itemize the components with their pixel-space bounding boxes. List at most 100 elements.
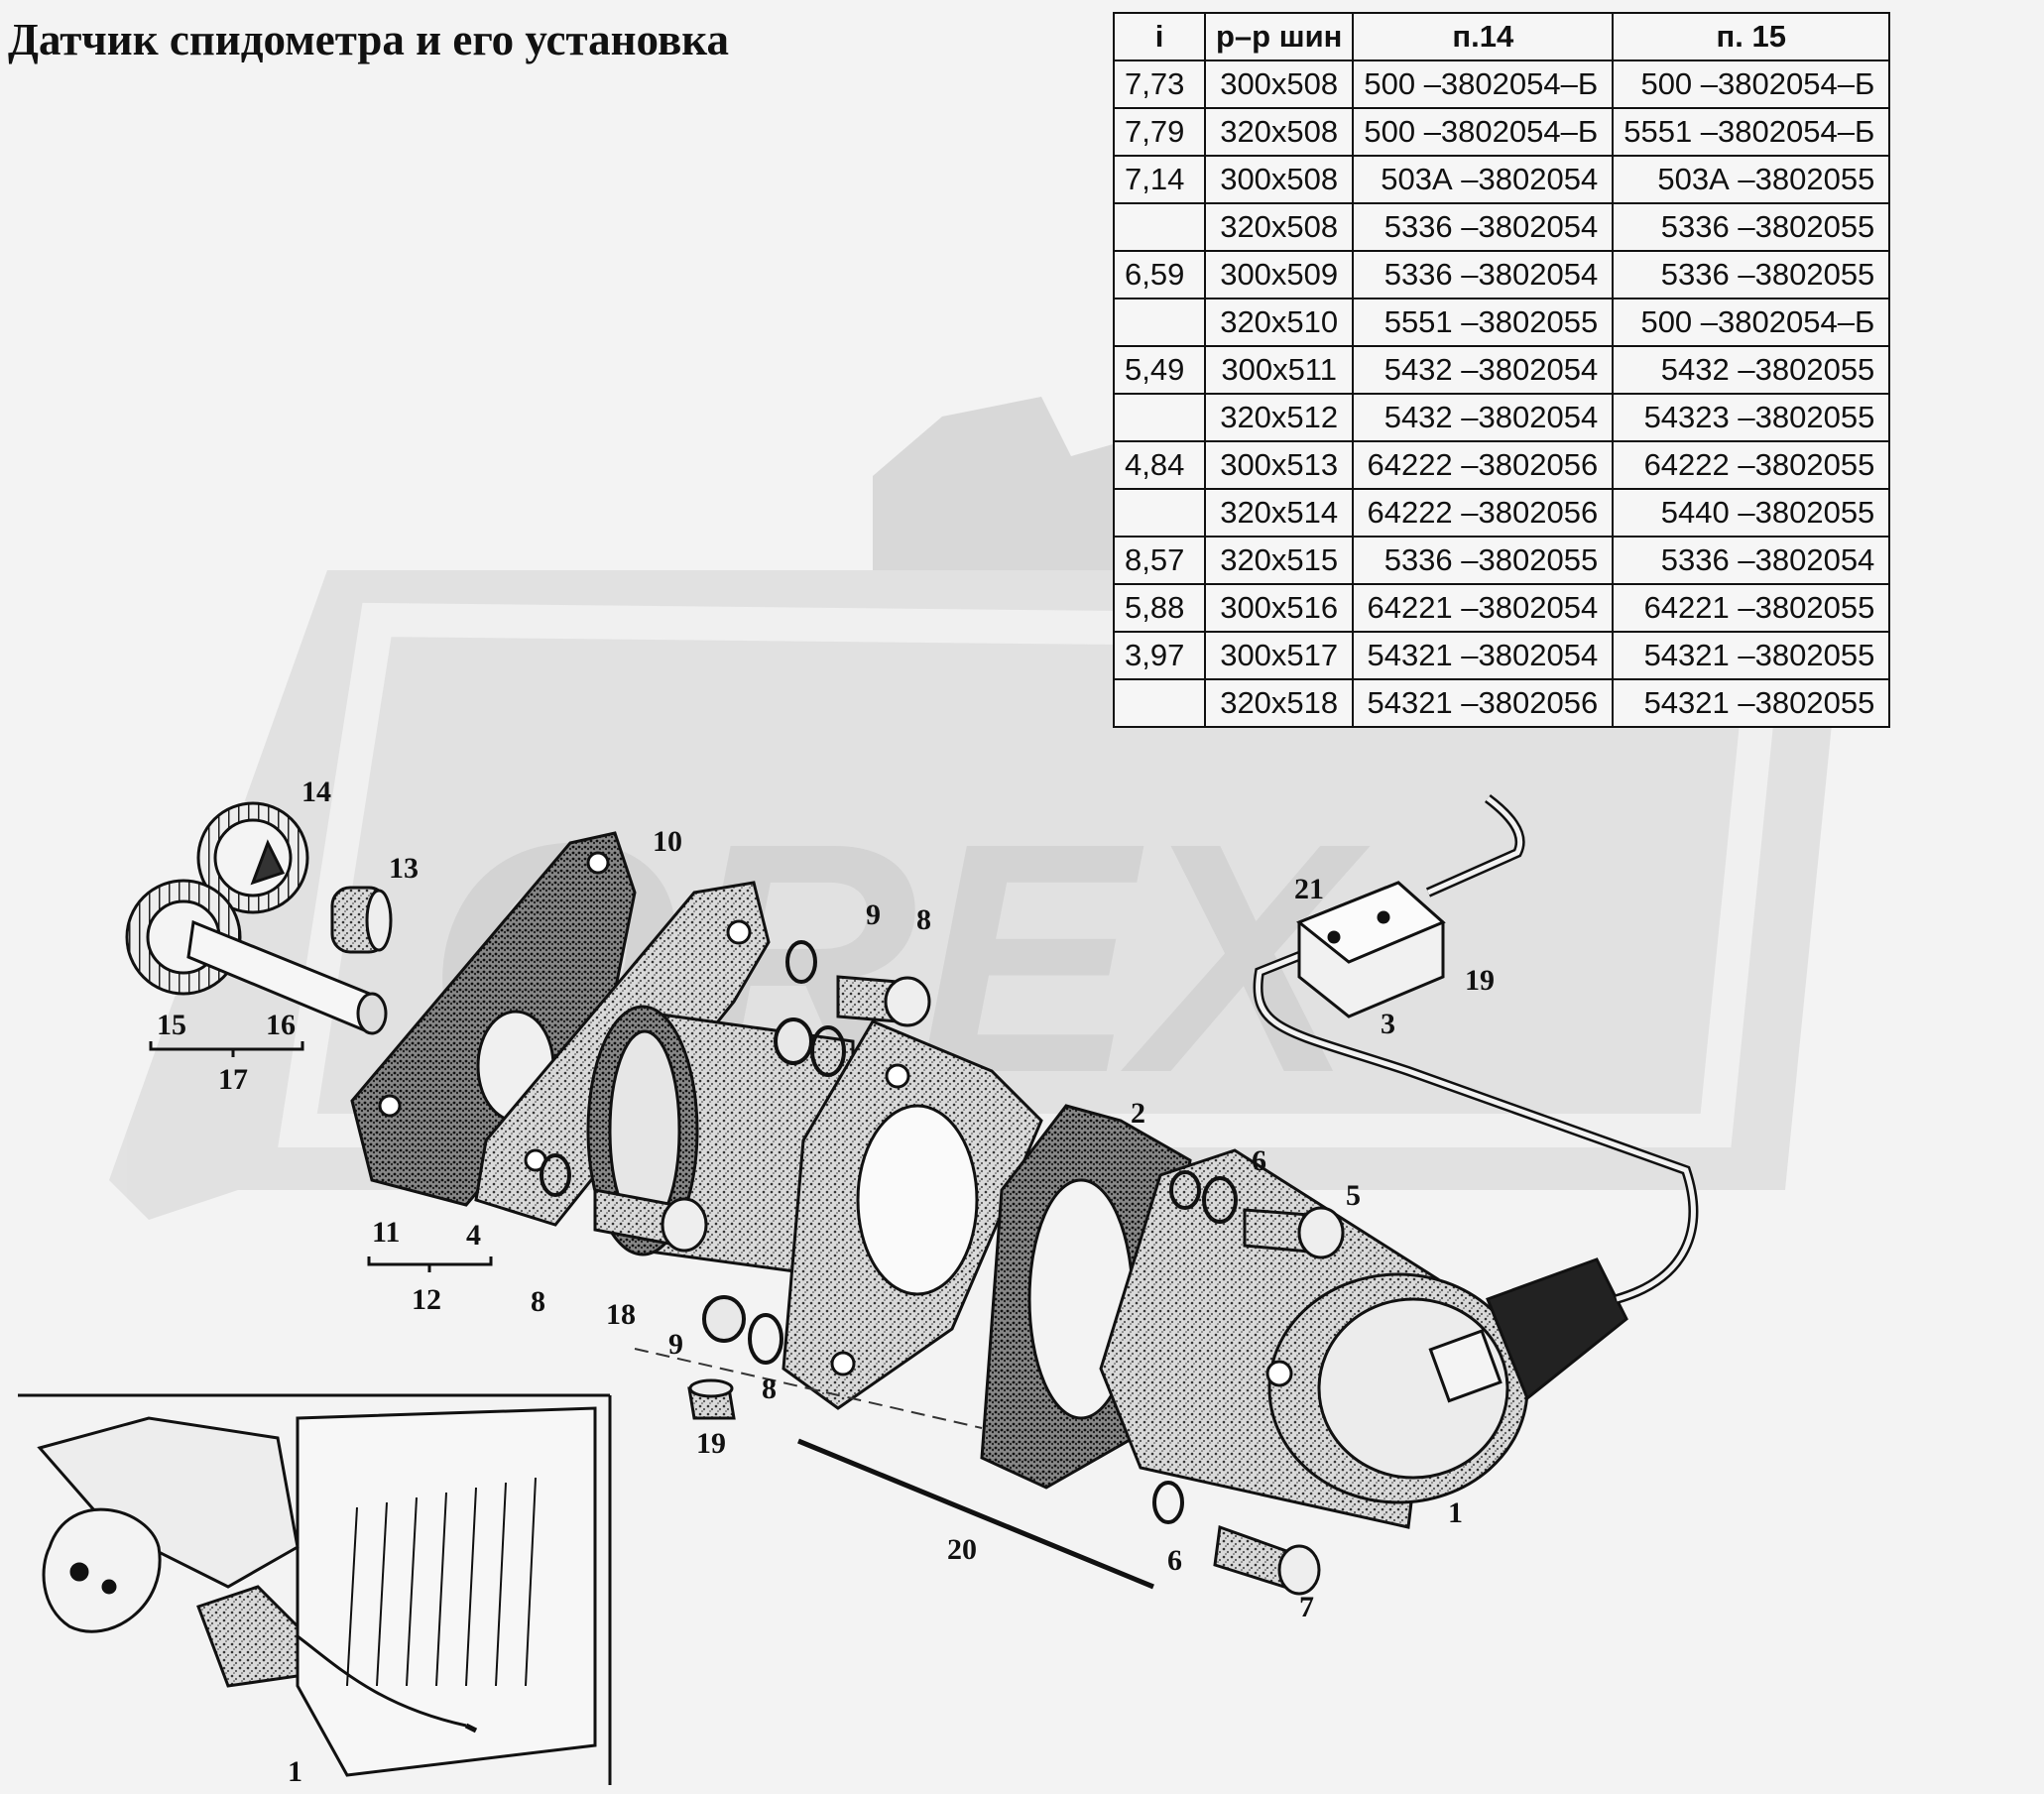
cell-ratio: 6,59 <box>1113 250 1206 299</box>
callout-label: 11 <box>372 1216 400 1249</box>
rod-icon <box>797 1438 1154 1590</box>
cell-ratio <box>1113 202 1206 252</box>
callout-label: 20 <box>947 1533 977 1566</box>
callout-label: 3 <box>1381 1008 1395 1040</box>
cell-ratio <box>1113 678 1206 728</box>
cell-tire-size: 320x512 <box>1203 393 1355 442</box>
callout-label: 19 <box>1465 964 1495 997</box>
cell-ratio: 5,49 <box>1113 345 1206 395</box>
cell-p15: 500 –3802054–Б <box>1612 298 1891 347</box>
cell-ratio: 3,97 <box>1113 631 1206 680</box>
callout-label: 1 <box>1448 1496 1463 1529</box>
cell-tire-size: 300x517 <box>1203 631 1355 680</box>
cell-tire-size: 300x509 <box>1203 250 1355 299</box>
callout-label: 2 <box>1131 1097 1145 1130</box>
cell-p14: 500 –3802054–Б <box>1352 60 1615 109</box>
cell-tire-size: 300x508 <box>1203 60 1355 109</box>
cell-p15: 54323 –3802055 <box>1612 393 1891 442</box>
cell-p14: 64222 –3802056 <box>1352 488 1615 538</box>
callout-label: 14 <box>301 776 331 808</box>
cell-ratio: 8,57 <box>1113 536 1206 585</box>
cell-ratio: 7,14 <box>1113 155 1206 204</box>
cell-p15: 5336 –3802055 <box>1612 250 1891 299</box>
table-header-row: i р–р шин п.14 п. 15 <box>1113 12 1891 61</box>
cell-p14: 54321 –3802056 <box>1352 678 1615 728</box>
callout-label: 13 <box>389 852 419 885</box>
wiring-harness-icon <box>1253 794 1699 1304</box>
callout-label: 5 <box>1346 1179 1361 1212</box>
cell-p14: 64221 –3802054 <box>1352 583 1615 633</box>
bolt-icon <box>593 975 1345 1596</box>
cell-tire-size: 320x514 <box>1203 488 1355 538</box>
cell-p15: 5551 –3802054–Б <box>1612 107 1891 157</box>
connector-block-icon <box>1296 881 1446 1018</box>
gear-shaft-assembly-icon <box>125 801 388 1035</box>
callout-label: 10 <box>653 825 682 858</box>
axis-line <box>634 1348 983 1429</box>
cell-ratio <box>1113 393 1206 442</box>
callout-label: 8 <box>531 1285 545 1318</box>
cell-tire-size: 320x515 <box>1203 536 1355 585</box>
cell-p14: 5551 –3802055 <box>1352 298 1615 347</box>
cell-p15: 503А –3802055 <box>1612 155 1891 204</box>
callout-label: 18 <box>606 1298 636 1331</box>
column-header-p15: п. 15 <box>1612 12 1891 61</box>
cell-p15: 5336 –3802054 <box>1612 536 1891 585</box>
callout-label: 7 <box>1299 1591 1314 1623</box>
speedometer-sensor-icon <box>1099 1148 1628 1529</box>
cell-tire-size: 300x508 <box>1203 155 1355 204</box>
cell-p15: 5440 –3802055 <box>1612 488 1891 538</box>
cell-tire-size: 300x516 <box>1203 583 1355 633</box>
callout-label: 17 <box>218 1063 248 1096</box>
group-bracket <box>149 1041 493 1272</box>
cell-ratio: 4,84 <box>1113 440 1206 490</box>
callout-label: 15 <box>157 1009 186 1041</box>
cell-tire-size: 320x510 <box>1203 298 1355 347</box>
cell-p14: 5336 –3802054 <box>1352 250 1615 299</box>
callout-label: 19 <box>696 1427 726 1460</box>
cell-p15: 64222 –3802055 <box>1612 440 1891 490</box>
cell-p14: 54321 –3802054 <box>1352 631 1615 680</box>
bushing-icon <box>330 886 393 954</box>
cell-tire-size: 300x511 <box>1203 345 1355 395</box>
column-header-tire-size: р–р шин <box>1203 12 1355 61</box>
cell-ratio: 7,79 <box>1113 107 1206 157</box>
callout-label: 1 <box>288 1755 302 1788</box>
callout-label: 6 <box>1252 1144 1266 1177</box>
cell-ratio: 5,88 <box>1113 583 1206 633</box>
cell-tire-size: 320x508 <box>1203 202 1355 252</box>
cell-p14: 5336 –3802055 <box>1352 536 1615 585</box>
washer-icon <box>540 940 1238 1524</box>
callout-label: 9 <box>668 1328 683 1361</box>
callout-label: 6 <box>1167 1544 1182 1577</box>
callout-label: 16 <box>266 1009 296 1041</box>
cell-ratio: 7,73 <box>1113 60 1206 109</box>
column-header-i: i <box>1113 12 1206 61</box>
cell-ratio <box>1113 488 1206 538</box>
cell-p15: 500 –3802054–Б <box>1612 60 1891 109</box>
cell-p14: 5432 –3802054 <box>1352 345 1615 395</box>
callout-label: 8 <box>916 903 931 936</box>
column-header-p14: п.14 <box>1352 12 1615 61</box>
plug-icon <box>687 1378 736 1420</box>
cell-p14: 503А –3802054 <box>1352 155 1615 204</box>
cell-ratio <box>1113 298 1206 347</box>
cell-tire-size: 300x513 <box>1203 440 1355 490</box>
callout-label: 4 <box>466 1219 481 1252</box>
installation-inset <box>18 1393 612 1785</box>
callout-label: 8 <box>762 1373 777 1405</box>
